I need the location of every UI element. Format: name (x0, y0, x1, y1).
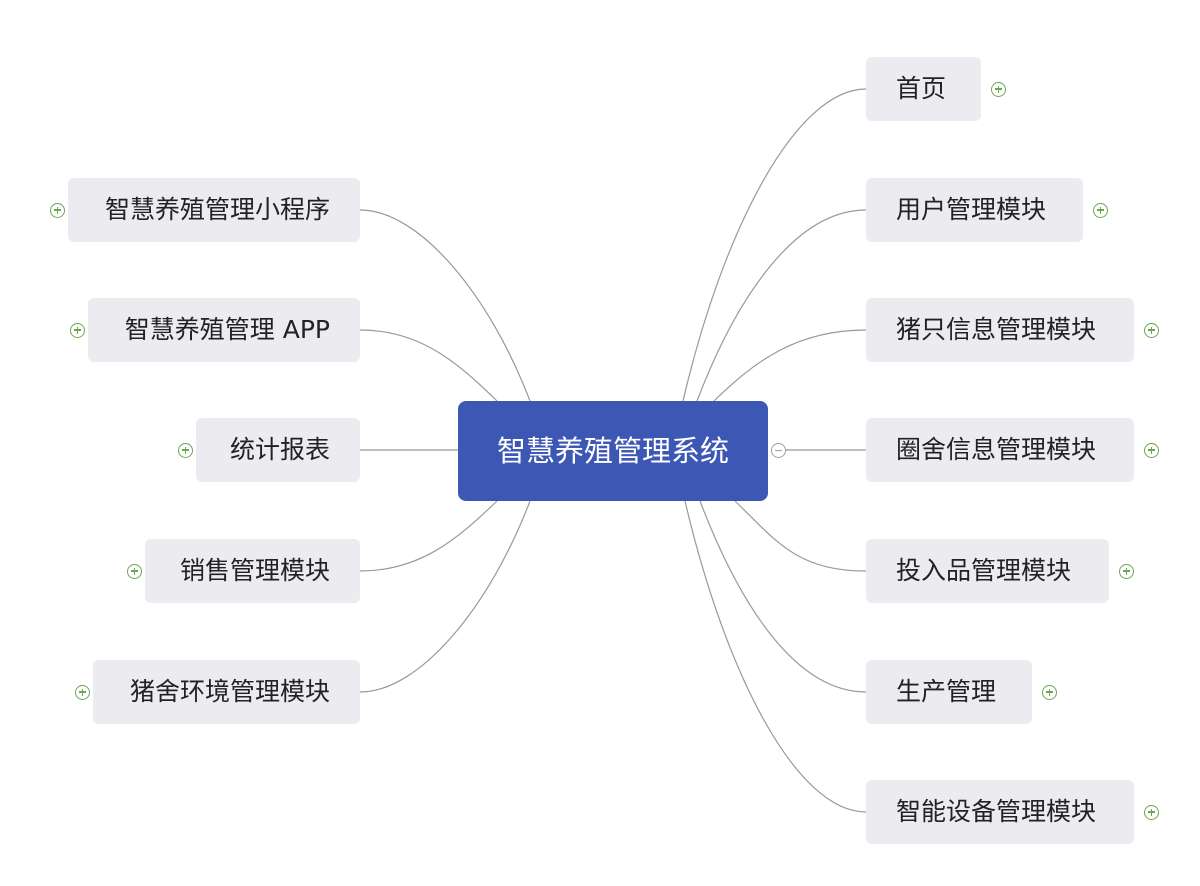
expand-toggle-icon[interactable] (127, 563, 142, 579)
expand-toggle-icon[interactable] (1144, 804, 1159, 820)
topic-node-left[interactable]: 销售管理模块 (145, 539, 360, 603)
expand-toggle-icon[interactable] (50, 202, 65, 218)
topic-node-right[interactable]: 圈舍信息管理模块 (866, 418, 1134, 482)
connector-right-2 (713, 329, 867, 402)
expand-toggle-icon[interactable] (991, 81, 1006, 97)
expand-toggle-icon[interactable] (1119, 563, 1134, 579)
topic-node-left[interactable]: 统计报表 (196, 418, 360, 482)
connector-left-4 (359, 500, 531, 693)
expand-toggle-icon[interactable] (178, 442, 193, 458)
topic-node-left[interactable]: 猪舍环境管理模块 (93, 660, 360, 724)
expand-toggle-icon[interactable] (70, 322, 85, 338)
connector-right-6 (684, 500, 867, 813)
expand-toggle-icon[interactable] (1144, 442, 1159, 458)
connector-left-3 (359, 500, 498, 572)
topic-node-right[interactable]: 生产管理 (866, 660, 1032, 724)
connector-left-1 (359, 329, 498, 402)
connector-right-1 (696, 209, 867, 402)
central-topic[interactable]: 智慧养殖管理系统 (458, 401, 768, 501)
expand-toggle-icon[interactable] (75, 684, 90, 700)
connector-left-0 (359, 209, 531, 402)
connector-right-5 (699, 500, 867, 693)
topic-node-right[interactable]: 猪只信息管理模块 (866, 298, 1134, 362)
expand-toggle-icon[interactable] (1144, 322, 1159, 338)
connector-right-4 (734, 500, 867, 572)
topic-node-right[interactable]: 用户管理模块 (866, 178, 1083, 242)
expand-toggle-icon[interactable] (1093, 202, 1108, 218)
collapse-toggle-icon[interactable] (771, 443, 786, 458)
topic-node-right[interactable]: 投入品管理模块 (866, 539, 1109, 603)
topic-node-right[interactable]: 智能设备管理模块 (866, 780, 1134, 844)
topic-node-right[interactable]: 首页 (866, 57, 981, 121)
topic-node-left[interactable]: 智慧养殖管理小程序 (68, 178, 360, 242)
connector-right-0 (682, 88, 867, 402)
expand-toggle-icon[interactable] (1042, 684, 1057, 700)
topic-node-left[interactable]: 智慧养殖管理 APP (88, 298, 360, 362)
